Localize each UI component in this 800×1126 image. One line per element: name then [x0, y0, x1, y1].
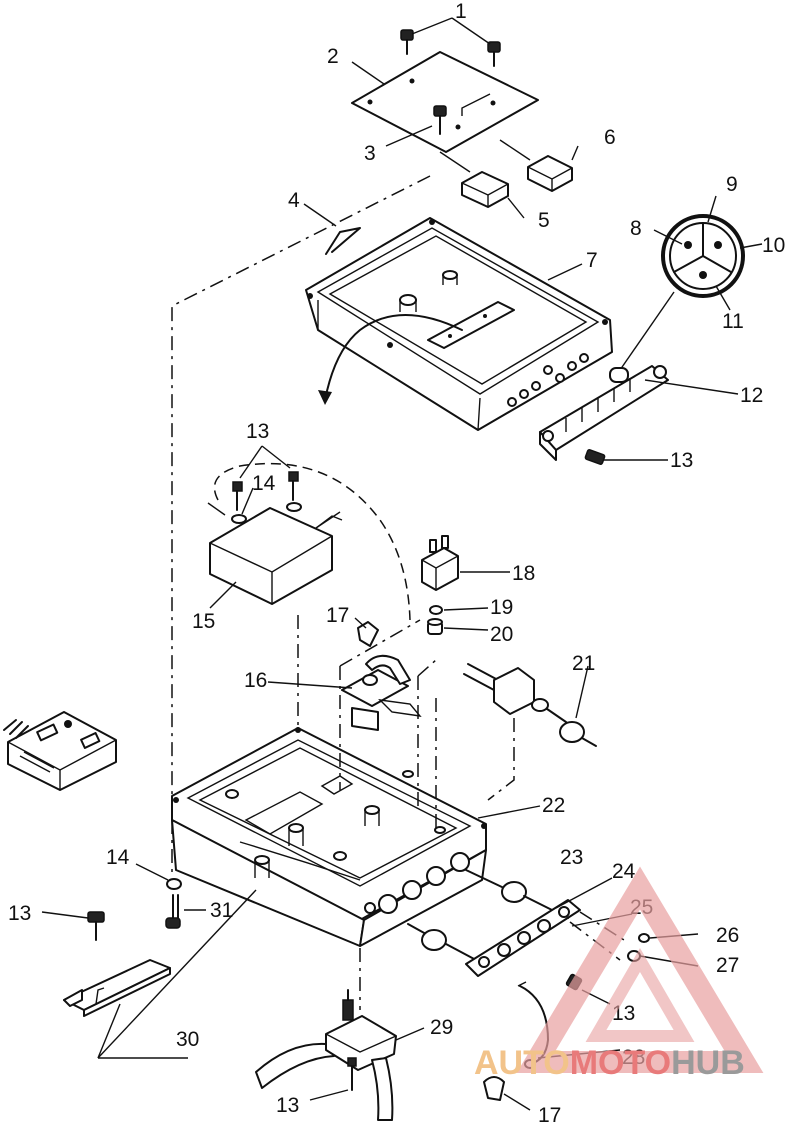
callout-27: 27 — [716, 954, 739, 977]
watermark-auto: AUTO — [474, 1044, 570, 1082]
controller-board-inset — [3, 711, 117, 791]
watermark-hub: HUB — [671, 1044, 745, 1082]
washer-19 — [429, 605, 443, 615]
wire-harness-dash — [213, 462, 411, 621]
callout-14-left: 14 — [106, 846, 130, 869]
swing-arrow — [324, 314, 463, 401]
callout-29: 29 — [430, 1016, 453, 1039]
clip-17 — [357, 621, 379, 647]
callout-30: 30 — [176, 1028, 199, 1051]
callout-21: 21 — [572, 652, 595, 675]
callout-8: 8 — [630, 217, 642, 240]
screw-13-left — [41, 911, 105, 941]
washer-14 — [166, 878, 182, 890]
callout-17-clip: 17 — [326, 604, 349, 627]
callout-13-left: 13 — [8, 902, 31, 925]
callout-17-cap: 17 — [538, 1104, 561, 1126]
screws-13-module — [231, 445, 302, 524]
watermark-moto: MOTO — [570, 1044, 671, 1082]
screw-1a — [400, 29, 414, 55]
callout-2: 2 — [327, 45, 339, 68]
callout-22: 22 — [542, 794, 565, 817]
washer-26 — [638, 933, 650, 943]
callout-19: 19 — [490, 596, 513, 619]
callout-16: 16 — [244, 669, 267, 692]
terminal-strip-12 — [539, 365, 669, 461]
watermark-logo: AUTOMOTOHUB — [474, 866, 764, 1082]
gasket-wire-4 — [325, 227, 361, 255]
callout-15: 15 — [192, 610, 215, 633]
plate-24 — [465, 899, 581, 977]
callout-5: 5 — [538, 209, 550, 232]
connector-plug — [661, 214, 745, 298]
callout-13-connector: 13 — [670, 449, 693, 472]
screw-13-top — [584, 449, 668, 465]
assembly-line-left — [171, 175, 431, 795]
callout-1: 1 — [455, 0, 467, 23]
lower-box-22 — [171, 727, 487, 947]
module-15 — [209, 507, 343, 605]
callout-20: 20 — [490, 623, 513, 646]
watermark-triangle-icon — [516, 866, 764, 1073]
grommet-23 — [407, 869, 569, 961]
callout-3: 3 — [364, 142, 376, 165]
cable-21 — [463, 663, 597, 747]
screw-3 — [433, 105, 447, 135]
callout-4: 4 — [288, 189, 300, 212]
callout-13-module: 13 — [246, 420, 269, 443]
relay-18 — [421, 535, 459, 591]
switch-5 — [461, 171, 509, 208]
callout-7: 7 — [586, 249, 598, 272]
bracket-16 — [341, 654, 422, 731]
callout-23: 23 — [560, 846, 583, 869]
screw-13-bottom — [309, 1057, 357, 1101]
nut-20 — [427, 618, 443, 635]
callout-26: 26 — [716, 924, 739, 947]
switch-6 — [527, 155, 573, 192]
clamp-29 — [255, 989, 425, 1121]
callout-12: 12 — [740, 384, 763, 407]
bracket-30 — [63, 889, 257, 1059]
callout-6: 6 — [604, 126, 616, 149]
callout-18: 18 — [512, 562, 535, 585]
cap-17 — [483, 1076, 505, 1101]
callout-13-bottom: 13 — [276, 1094, 299, 1117]
svg-text:AUTOMOTOHUB: AUTOMOTOHUB — [474, 1044, 745, 1082]
callout-31: 31 — [210, 899, 233, 922]
callout-24: 24 — [612, 860, 636, 883]
callout-14-module: 14 — [252, 472, 276, 495]
callout-11: 11 — [722, 310, 744, 333]
arrow-head — [318, 390, 332, 405]
cover-plate — [351, 51, 539, 153]
callout-9: 9 — [726, 173, 738, 196]
callout-10: 10 — [762, 234, 785, 257]
bolt-31 — [165, 894, 206, 929]
screw-1b — [487, 41, 501, 67]
upper-cover-7 — [305, 217, 613, 431]
